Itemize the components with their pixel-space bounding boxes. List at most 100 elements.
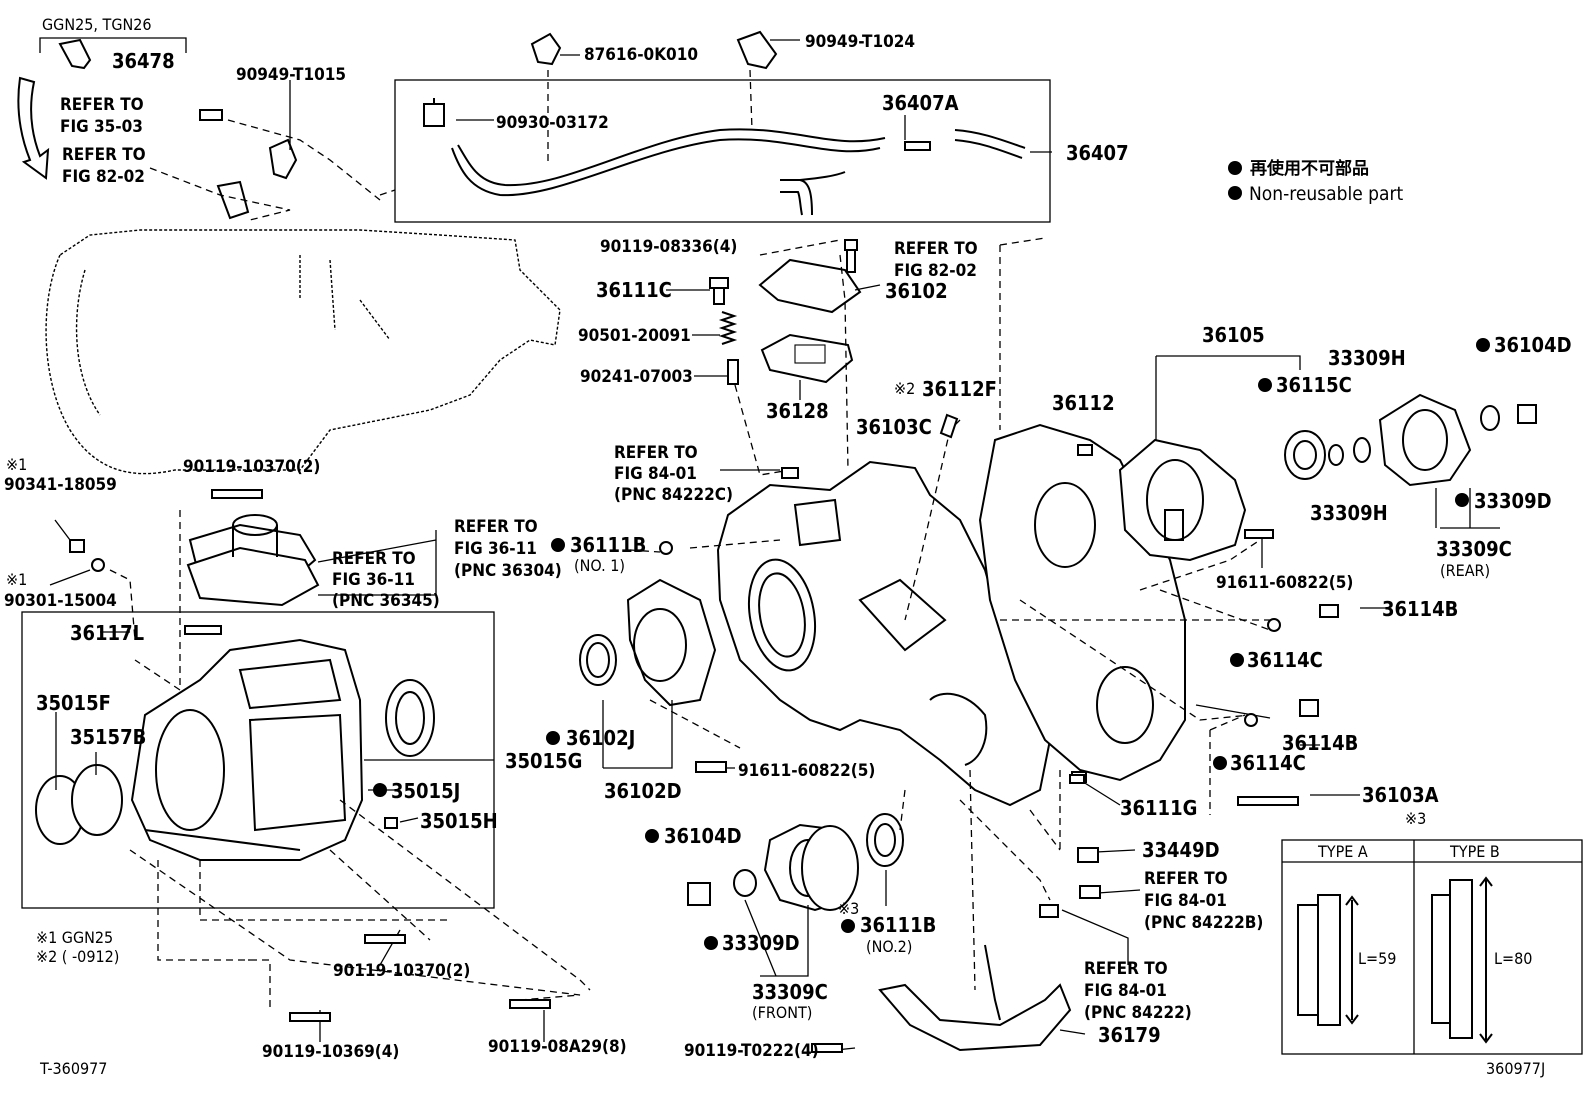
- part-35015H[interactable]: 35015H: [420, 809, 498, 833]
- part-90119-10369[interactable]: 90119-10369(4): [262, 1042, 399, 1062]
- label-rear: (REAR): [1440, 561, 1490, 580]
- part-90119-10370-b[interactable]: 90119-10370(2): [333, 961, 470, 981]
- svg-text:REFER TO: REFER TO: [332, 549, 416, 569]
- part-90119-10370-a[interactable]: 90119-10370(2): [183, 457, 320, 477]
- part-33309H-b[interactable]: 33309H: [1310, 501, 1388, 525]
- label-no2: (NO.2): [866, 937, 912, 956]
- legend-non-reusable-jp: 再使用不可部品: [1250, 158, 1369, 179]
- part-36114C-a[interactable]: 36114C: [1247, 648, 1323, 672]
- part-36104D-b[interactable]: 36104D: [664, 824, 742, 848]
- part-33309H-a[interactable]: 33309H: [1328, 346, 1406, 370]
- type-b-length: L=80: [1494, 949, 1532, 968]
- part-36102D[interactable]: 36102D: [604, 779, 682, 803]
- svg-text:REFER TO: REFER TO: [1084, 959, 1168, 979]
- part-36111B-no2[interactable]: 36111B: [860, 913, 936, 937]
- part-35157B[interactable]: 35157B: [70, 725, 146, 749]
- part-36179[interactable]: 36179: [1098, 1023, 1161, 1047]
- part-36111B-no1[interactable]: 36111B: [570, 533, 646, 557]
- svg-text:FIG 35-03: FIG 35-03: [60, 117, 143, 137]
- part-36115C[interactable]: 36115C: [1276, 373, 1352, 397]
- note-mark-3-b: ※3: [838, 899, 859, 918]
- svg-text:FIG 82-02: FIG 82-02: [894, 261, 977, 281]
- part-33449D[interactable]: 33449D: [1142, 838, 1220, 862]
- type-a-header: TYPE A: [1317, 842, 1368, 861]
- svg-text:REFER TO: REFER TO: [894, 239, 978, 259]
- part-33309D-a[interactable]: 33309D: [1474, 489, 1552, 513]
- part-36112F[interactable]: 36112F: [922, 377, 997, 401]
- part-90501-20091[interactable]: 90501-20091: [578, 326, 691, 346]
- svg-text:(PNC 84222C): (PNC 84222C): [614, 485, 733, 505]
- part-33309C-front[interactable]: 33309C: [752, 980, 828, 1004]
- svg-text:FIG 84-01: FIG 84-01: [1084, 981, 1167, 1001]
- svg-text:REFER TO: REFER TO: [454, 517, 538, 537]
- part-36407A[interactable]: 36407A: [882, 91, 959, 115]
- part-36478[interactable]: 36478: [112, 49, 175, 73]
- svg-text:(PNC 36304): (PNC 36304): [454, 561, 562, 581]
- part-36407[interactable]: 36407: [1066, 141, 1129, 165]
- diagram-code-left: T-360977: [39, 1059, 107, 1078]
- part-33309D-b[interactable]: 33309D: [722, 931, 800, 955]
- label-front: (FRONT): [752, 1003, 812, 1022]
- note-ggn25: ※1 GGN25: [36, 928, 113, 947]
- refer-fig-82-02-left[interactable]: REFER TO FIG 82-02: [62, 145, 146, 187]
- part-90119-08336[interactable]: 90119-08336(4): [600, 237, 737, 257]
- part-35015J[interactable]: 35015J: [391, 779, 460, 803]
- part-36114C-b[interactable]: 36114C: [1230, 751, 1306, 775]
- svg-text:FIG 84-01: FIG 84-01: [614, 464, 697, 484]
- refer-fig-82-02-right[interactable]: REFER TO FIG 82-02: [894, 239, 978, 281]
- part-36102[interactable]: 36102: [885, 279, 948, 303]
- part-36103A[interactable]: 36103A: [1362, 783, 1439, 807]
- part-35015G[interactable]: 35015G: [505, 749, 582, 773]
- part-36104D-a[interactable]: 36104D: [1494, 333, 1572, 357]
- note-mark-3: ※3: [1405, 809, 1426, 828]
- svg-text:FIG 84-01: FIG 84-01: [1144, 891, 1227, 911]
- note-mark-2: ※2: [894, 379, 915, 398]
- variant-note: GGN25, TGN26: [42, 15, 152, 34]
- part-90119-08A29[interactable]: 90119-08A29(8): [488, 1037, 627, 1057]
- svg-text:(PNC 84222): (PNC 84222): [1084, 1003, 1192, 1023]
- note-mark-1-a: ※1: [6, 455, 27, 474]
- part-36111C[interactable]: 36111C: [596, 278, 672, 302]
- label-no1: (NO. 1): [574, 556, 625, 575]
- non-reusable-dot-icon: [373, 161, 1490, 950]
- svg-text:FIG 36-11: FIG 36-11: [332, 570, 415, 590]
- svg-text:REFER TO: REFER TO: [1144, 869, 1228, 889]
- svg-text:REFER TO: REFER TO: [62, 145, 146, 165]
- part-35015F[interactable]: 35015F: [36, 691, 111, 715]
- part-90301-15004[interactable]: 90301-15004: [4, 591, 117, 611]
- part-90241-07003[interactable]: 90241-07003: [580, 367, 693, 387]
- part-90949-T1024[interactable]: 90949-T1024: [805, 32, 915, 52]
- part-90930-03172[interactable]: 90930-03172: [496, 113, 609, 133]
- part-36111G[interactable]: 36111G: [1120, 796, 1197, 820]
- part-36114B-b[interactable]: 36114B: [1282, 731, 1358, 755]
- refer-fig-84-01-84222[interactable]: REFER TO FIG 84-01 (PNC 84222): [1084, 959, 1192, 1023]
- svg-text:REFER TO: REFER TO: [60, 95, 144, 115]
- part-36114B-a[interactable]: 36114B: [1382, 597, 1458, 621]
- part-90341-18059[interactable]: 90341-18059: [4, 475, 117, 495]
- svg-text:FIG 36-11: FIG 36-11: [454, 539, 537, 559]
- part-90119-T0222[interactable]: 90119-T0222(4): [684, 1041, 819, 1061]
- legend-non-reusable-en: Non-reusable part: [1249, 183, 1403, 205]
- part-36105[interactable]: 36105: [1202, 323, 1265, 347]
- part-36103C[interactable]: 36103C: [856, 415, 932, 439]
- refer-fig-84-01-84222B[interactable]: REFER TO FIG 84-01 (PNC 84222B): [1144, 869, 1263, 933]
- part-91611-60822-b[interactable]: 91611-60822(5): [738, 761, 875, 781]
- part-87616-0K010[interactable]: 87616-0K010: [584, 45, 698, 65]
- svg-text:(PNC 36345): (PNC 36345): [332, 591, 440, 611]
- refer-fig-35-03[interactable]: REFER TO FIG 35-03: [60, 95, 144, 137]
- part-36117L[interactable]: 36117L: [70, 621, 144, 645]
- svg-text:FIG 82-02: FIG 82-02: [62, 167, 145, 187]
- refer-fig-36-11-36345[interactable]: REFER TO FIG 36-11 (PNC 36345): [332, 549, 440, 611]
- diagram-code-right: 360977J: [1486, 1059, 1545, 1078]
- note-2-range: ※2 ( -0912): [36, 947, 119, 966]
- refer-fig-84-01-84222C[interactable]: REFER TO FIG 84-01 (PNC 84222C): [614, 443, 733, 505]
- part-33309C-rear[interactable]: 33309C: [1436, 537, 1512, 561]
- part-91611-60822-a[interactable]: 91611-60822(5): [1216, 573, 1353, 593]
- refer-fig-36-11-36304[interactable]: REFER TO FIG 36-11 (PNC 36304): [454, 517, 562, 581]
- type-b-header: TYPE B: [1449, 842, 1500, 861]
- part-36112[interactable]: 36112: [1052, 391, 1115, 415]
- part-36128[interactable]: 36128: [766, 399, 829, 423]
- part-36102J[interactable]: 36102J: [566, 726, 635, 750]
- part-90949-T1015[interactable]: 90949-T1015: [236, 65, 346, 85]
